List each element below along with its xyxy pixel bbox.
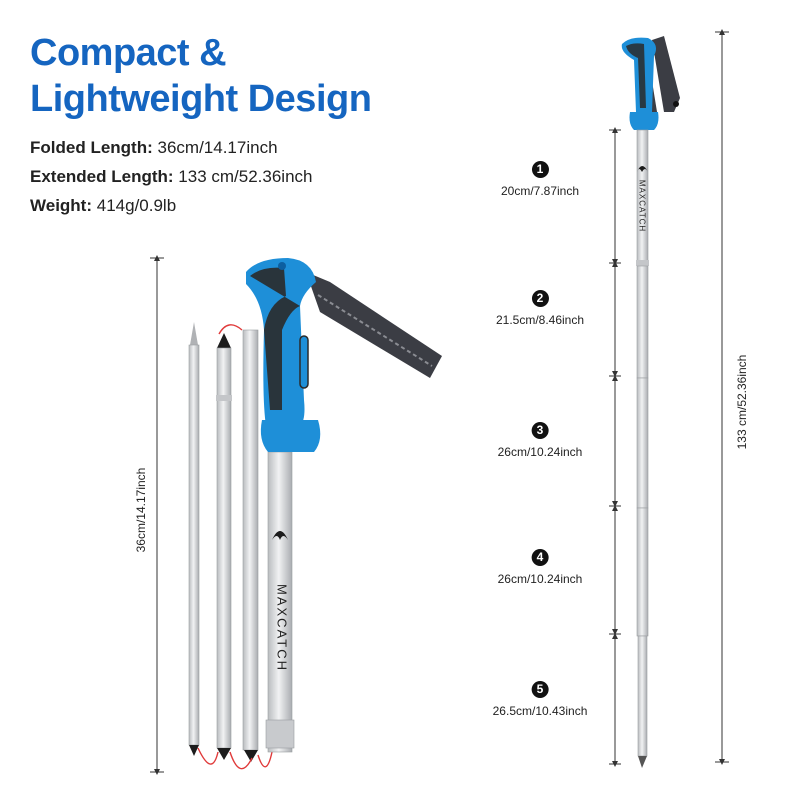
total-dimension-line bbox=[715, 29, 729, 765]
spec-label: Extended Length: bbox=[30, 167, 174, 186]
spec-extended-length: Extended Length: 133 cm/52.36inch bbox=[30, 162, 313, 191]
segment-number: 2 bbox=[531, 290, 549, 307]
spec-value: 36cm/14.17inch bbox=[157, 138, 278, 157]
page-title: Compact & Lightweight Design bbox=[30, 30, 372, 122]
segment-number: 3 bbox=[531, 422, 549, 439]
brand-text-extended: MAXCATCH bbox=[637, 179, 647, 233]
spec-folded-length: Folded Length: 36cm/14.17inch bbox=[30, 133, 313, 162]
extended-pole bbox=[621, 36, 680, 768]
folded-dimension-line bbox=[150, 255, 164, 775]
segment-number: 5 bbox=[531, 681, 549, 698]
spec-weight: Weight: 414g/0.9lb bbox=[30, 191, 313, 220]
spec-value: 133 cm/52.36inch bbox=[178, 167, 313, 186]
segment-length: 26cm/10.24inch bbox=[497, 572, 583, 586]
segment-length: 26cm/10.24inch bbox=[497, 445, 583, 459]
folded-pole-with-grip bbox=[246, 258, 442, 753]
title-line-1: Compact & bbox=[30, 32, 227, 74]
segment-2: 2 21.5cm/8.46inch bbox=[496, 290, 584, 327]
total-length-label: 133 cm/52.36inch bbox=[735, 354, 749, 450]
spec-label: Folded Length: bbox=[30, 138, 153, 157]
segment-5: 5 26.5cm/10.43inch bbox=[492, 681, 588, 718]
brand-text-folded: MAXCATCH bbox=[274, 584, 290, 672]
spec-list: Folded Length: 36cm/14.17inch Extended L… bbox=[30, 133, 313, 220]
folded-sections bbox=[188, 322, 273, 770]
segment-1: 1 20cm/7.87inch bbox=[501, 161, 579, 198]
segment-length: 26.5cm/10.43inch bbox=[492, 704, 588, 718]
segment-number: 1 bbox=[531, 161, 549, 178]
segment-number: 4 bbox=[531, 549, 549, 566]
spec-value: 414g/0.9lb bbox=[96, 196, 177, 215]
segment-length: 21.5cm/8.46inch bbox=[495, 313, 585, 327]
segment-3: 3 26cm/10.24inch bbox=[497, 422, 583, 459]
segment-4: 4 26cm/10.24inch bbox=[497, 549, 583, 586]
segment-dimension-lines bbox=[609, 127, 621, 767]
title-line-2: Lightweight Design bbox=[30, 78, 372, 120]
folded-length-label: 36cm/14.17inch bbox=[134, 467, 148, 553]
spec-label: Weight: bbox=[30, 196, 93, 215]
segment-length: 20cm/7.87inch bbox=[500, 184, 580, 198]
